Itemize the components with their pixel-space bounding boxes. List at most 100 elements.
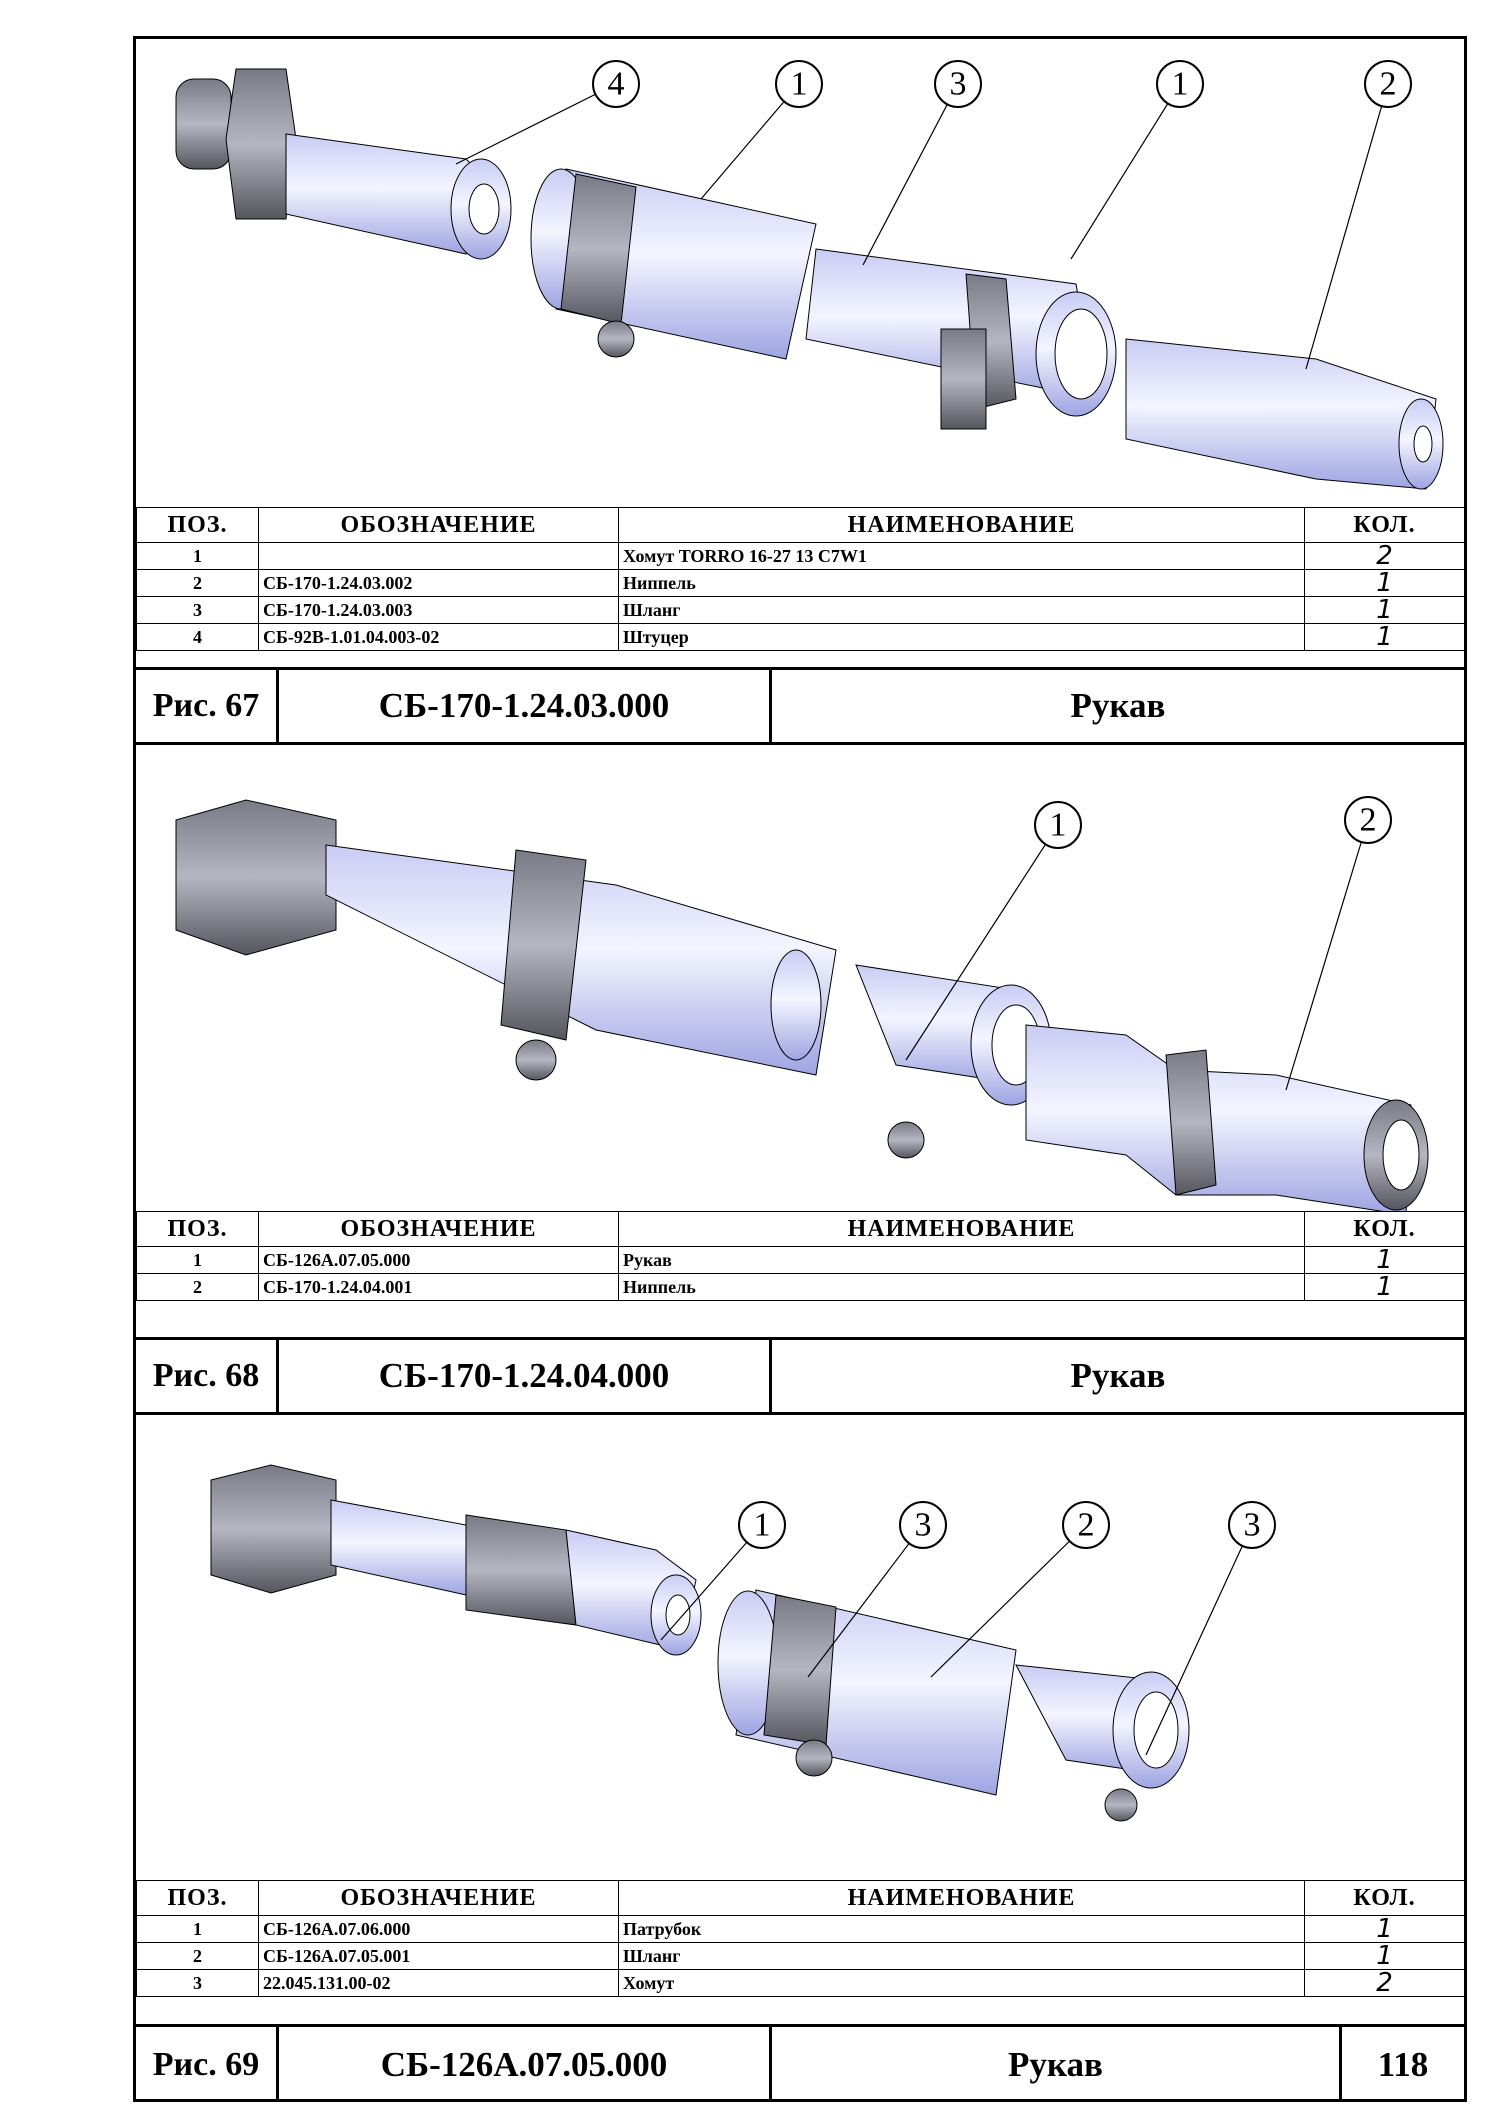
cell-name: Ниппель bbox=[618, 1273, 1305, 1301]
cell-qty: 1 bbox=[1304, 623, 1465, 651]
figure-68-drawing: 1 2 bbox=[136, 745, 1464, 1211]
cell-name: Ниппель bbox=[618, 569, 1305, 597]
svg-text:4: 4 bbox=[608, 66, 625, 103]
cell-qty: 1 bbox=[1304, 1246, 1465, 1274]
col-header-name: НАИМЕНОВАНИЕ bbox=[618, 1211, 1305, 1247]
cell-name: Хомут bbox=[618, 1969, 1305, 1997]
svg-text:2: 2 bbox=[1078, 1507, 1095, 1544]
table-row: 1 Хомут TORRO 16-27 13 C7W1 2 bbox=[136, 542, 1465, 570]
callout-bubble: 1 bbox=[1156, 60, 1204, 108]
callout-bubble: 1 bbox=[775, 60, 823, 108]
part-clamp-drawing bbox=[1015, 1664, 1190, 1822]
col-header-qty: КОЛ. bbox=[1304, 507, 1465, 543]
cell-code: СБ-170-1.24.03.002 bbox=[258, 569, 619, 597]
table-row: 1 СБ-126А.07.05.000 Рукав 1 bbox=[136, 1246, 1465, 1274]
svg-text:1: 1 bbox=[1172, 66, 1189, 103]
cell-pos: 1 bbox=[136, 1246, 259, 1274]
figure-number: Рис. 68 bbox=[136, 1340, 279, 1412]
title-block-fig69: Рис. 69 СБ-126А.07.05.000 Рукав 118 bbox=[136, 2024, 1464, 2102]
figure-69-drawing: 1 3 2 3 bbox=[136, 1415, 1464, 1880]
col-header-code: ОБОЗНАЧЕНИЕ bbox=[258, 507, 619, 543]
col-header-name: НАИМЕНОВАНИЕ bbox=[618, 1880, 1305, 1916]
cell-code: СБ-170-1.24.04.001 bbox=[258, 1273, 619, 1301]
table-row: 3 СБ-170-1.24.03.003 Шланг 1 bbox=[136, 596, 1465, 624]
cell-name: Штуцер bbox=[618, 623, 1305, 651]
drawing-name: Рукав bbox=[1070, 686, 1166, 725]
svg-text:1: 1 bbox=[754, 1507, 771, 1544]
cell-pos: 2 bbox=[136, 1942, 259, 1970]
part-hose-drawing bbox=[717, 1589, 1017, 1796]
drawing-code: СБ-170-1.24.03.000 bbox=[279, 670, 772, 742]
spec-table-fig68: ПОЗ. ОБОЗНАЧЕНИЕ НАИМЕНОВАНИЕ КОЛ. 1 СБ-… bbox=[136, 1211, 1465, 1301]
cell-pos: 3 bbox=[136, 1969, 259, 1997]
part-pipe-drawing bbox=[210, 1464, 702, 1656]
svg-text:2: 2 bbox=[1380, 66, 1397, 103]
figure-number: Рис. 69 bbox=[136, 2027, 279, 2102]
cell-code: СБ-170-1.24.03.003 bbox=[258, 596, 619, 624]
cell-pos: 1 bbox=[136, 1915, 259, 1943]
svg-text:2: 2 bbox=[1360, 802, 1377, 839]
figure-67-drawing: 4 1 3 1 2 bbox=[136, 39, 1464, 507]
spec-table-fig67: ПОЗ. ОБОЗНАЧЕНИЕ НАИМЕНОВАНИЕ КОЛ. 1 Хом… bbox=[136, 507, 1465, 651]
callout-bubble: 2 bbox=[1364, 60, 1412, 108]
cell-name: Шланг bbox=[618, 596, 1305, 624]
cell-pos: 2 bbox=[136, 569, 259, 597]
col-header-name: НАИМЕНОВАНИЕ bbox=[618, 507, 1305, 543]
cell-name: Шланг bbox=[618, 1942, 1305, 1970]
table-row: 2 СБ-170-1.24.04.001 Ниппель 1 bbox=[136, 1273, 1465, 1301]
table-row: 1 СБ-126А.07.06.000 Патрубок 1 bbox=[136, 1915, 1465, 1943]
col-header-qty: КОЛ. bbox=[1304, 1211, 1465, 1247]
part-nipple-drawing bbox=[1125, 338, 1444, 490]
cell-name: Рукав bbox=[618, 1246, 1305, 1274]
cell-code: СБ-126А.07.05.001 bbox=[258, 1942, 619, 1970]
table-row: 2 СБ-170-1.24.03.002 Ниппель 1 bbox=[136, 569, 1465, 597]
callout-bubble: 3 bbox=[934, 60, 982, 108]
col-header-code: ОБОЗНАЧЕНИЕ bbox=[258, 1880, 619, 1916]
table-row: 2 СБ-126А.07.05.001 Шланг 1 bbox=[136, 1942, 1465, 1970]
figure-number: Рис. 67 bbox=[136, 670, 279, 742]
cell-qty: 1 bbox=[1304, 569, 1465, 597]
part-nipple-drawing bbox=[1025, 1024, 1429, 1211]
part-clamp-drawing bbox=[855, 964, 1052, 1159]
col-header-pos: ПОЗ. bbox=[136, 1880, 259, 1916]
cell-code: СБ-126А.07.06.000 bbox=[258, 1915, 619, 1943]
part-hose-drawing bbox=[530, 168, 817, 360]
cell-qty: 1 bbox=[1304, 1273, 1465, 1301]
cell-code: СБ-126А.07.05.000 bbox=[258, 1246, 619, 1274]
svg-text:1: 1 bbox=[791, 66, 808, 103]
callout-bubble: 1 bbox=[1034, 801, 1082, 849]
cell-code: 22.045.131.00-02 bbox=[258, 1969, 619, 1997]
cell-qty: 2 bbox=[1304, 542, 1465, 570]
drawing-name: Рукав bbox=[772, 2027, 1342, 2102]
drawing-sheet-frame: 4 1 3 1 2 ПОЗ. ОБОЗНАЧЕНИЕ НАИМЕНОВАНИЕ … bbox=[133, 36, 1467, 2102]
col-header-pos: ПОЗ. bbox=[136, 1211, 259, 1247]
callout-bubble: 3 bbox=[1228, 1501, 1276, 1549]
col-header-code: ОБОЗНАЧЕНИЕ bbox=[258, 1211, 619, 1247]
cell-qty: 1 bbox=[1304, 1915, 1465, 1943]
svg-text:3: 3 bbox=[950, 66, 967, 103]
callout-bubble: 4 bbox=[592, 60, 640, 108]
cell-pos: 2 bbox=[136, 1273, 259, 1301]
part-clamp-drawing bbox=[805, 248, 1117, 430]
cell-qty: 1 bbox=[1304, 1942, 1465, 1970]
cell-code bbox=[258, 542, 619, 570]
svg-text:3: 3 bbox=[1244, 1507, 1261, 1544]
part-hose-drawing bbox=[175, 799, 837, 1081]
cell-pos: 3 bbox=[136, 596, 259, 624]
cell-qty: 1 bbox=[1304, 596, 1465, 624]
cell-code: СБ-92В-1.01.04.003-02 bbox=[258, 623, 619, 651]
cell-pos: 1 bbox=[136, 542, 259, 570]
callout-bubble: 3 bbox=[899, 1501, 947, 1549]
part-fitting-drawing bbox=[175, 68, 512, 260]
svg-text:1: 1 bbox=[1050, 807, 1067, 844]
cell-name: Патрубок bbox=[618, 1915, 1305, 1943]
callout-bubble: 2 bbox=[1062, 1501, 1110, 1549]
spec-table-fig69: ПОЗ. ОБОЗНАЧЕНИЕ НАИМЕНОВАНИЕ КОЛ. 1 СБ-… bbox=[136, 1880, 1465, 1997]
svg-text:3: 3 bbox=[915, 1507, 932, 1544]
callout-bubble: 1 bbox=[738, 1501, 786, 1549]
table-row: 3 22.045.131.00-02 Хомут 2 bbox=[136, 1969, 1465, 1997]
title-block-fig68: Рис. 68 СБ-170-1.24.04.000 Рукав bbox=[136, 1337, 1464, 1415]
cell-pos: 4 bbox=[136, 623, 259, 651]
drawing-code: СБ-170-1.24.04.000 bbox=[279, 1340, 772, 1412]
page-number: 118 bbox=[1377, 2044, 1429, 2084]
